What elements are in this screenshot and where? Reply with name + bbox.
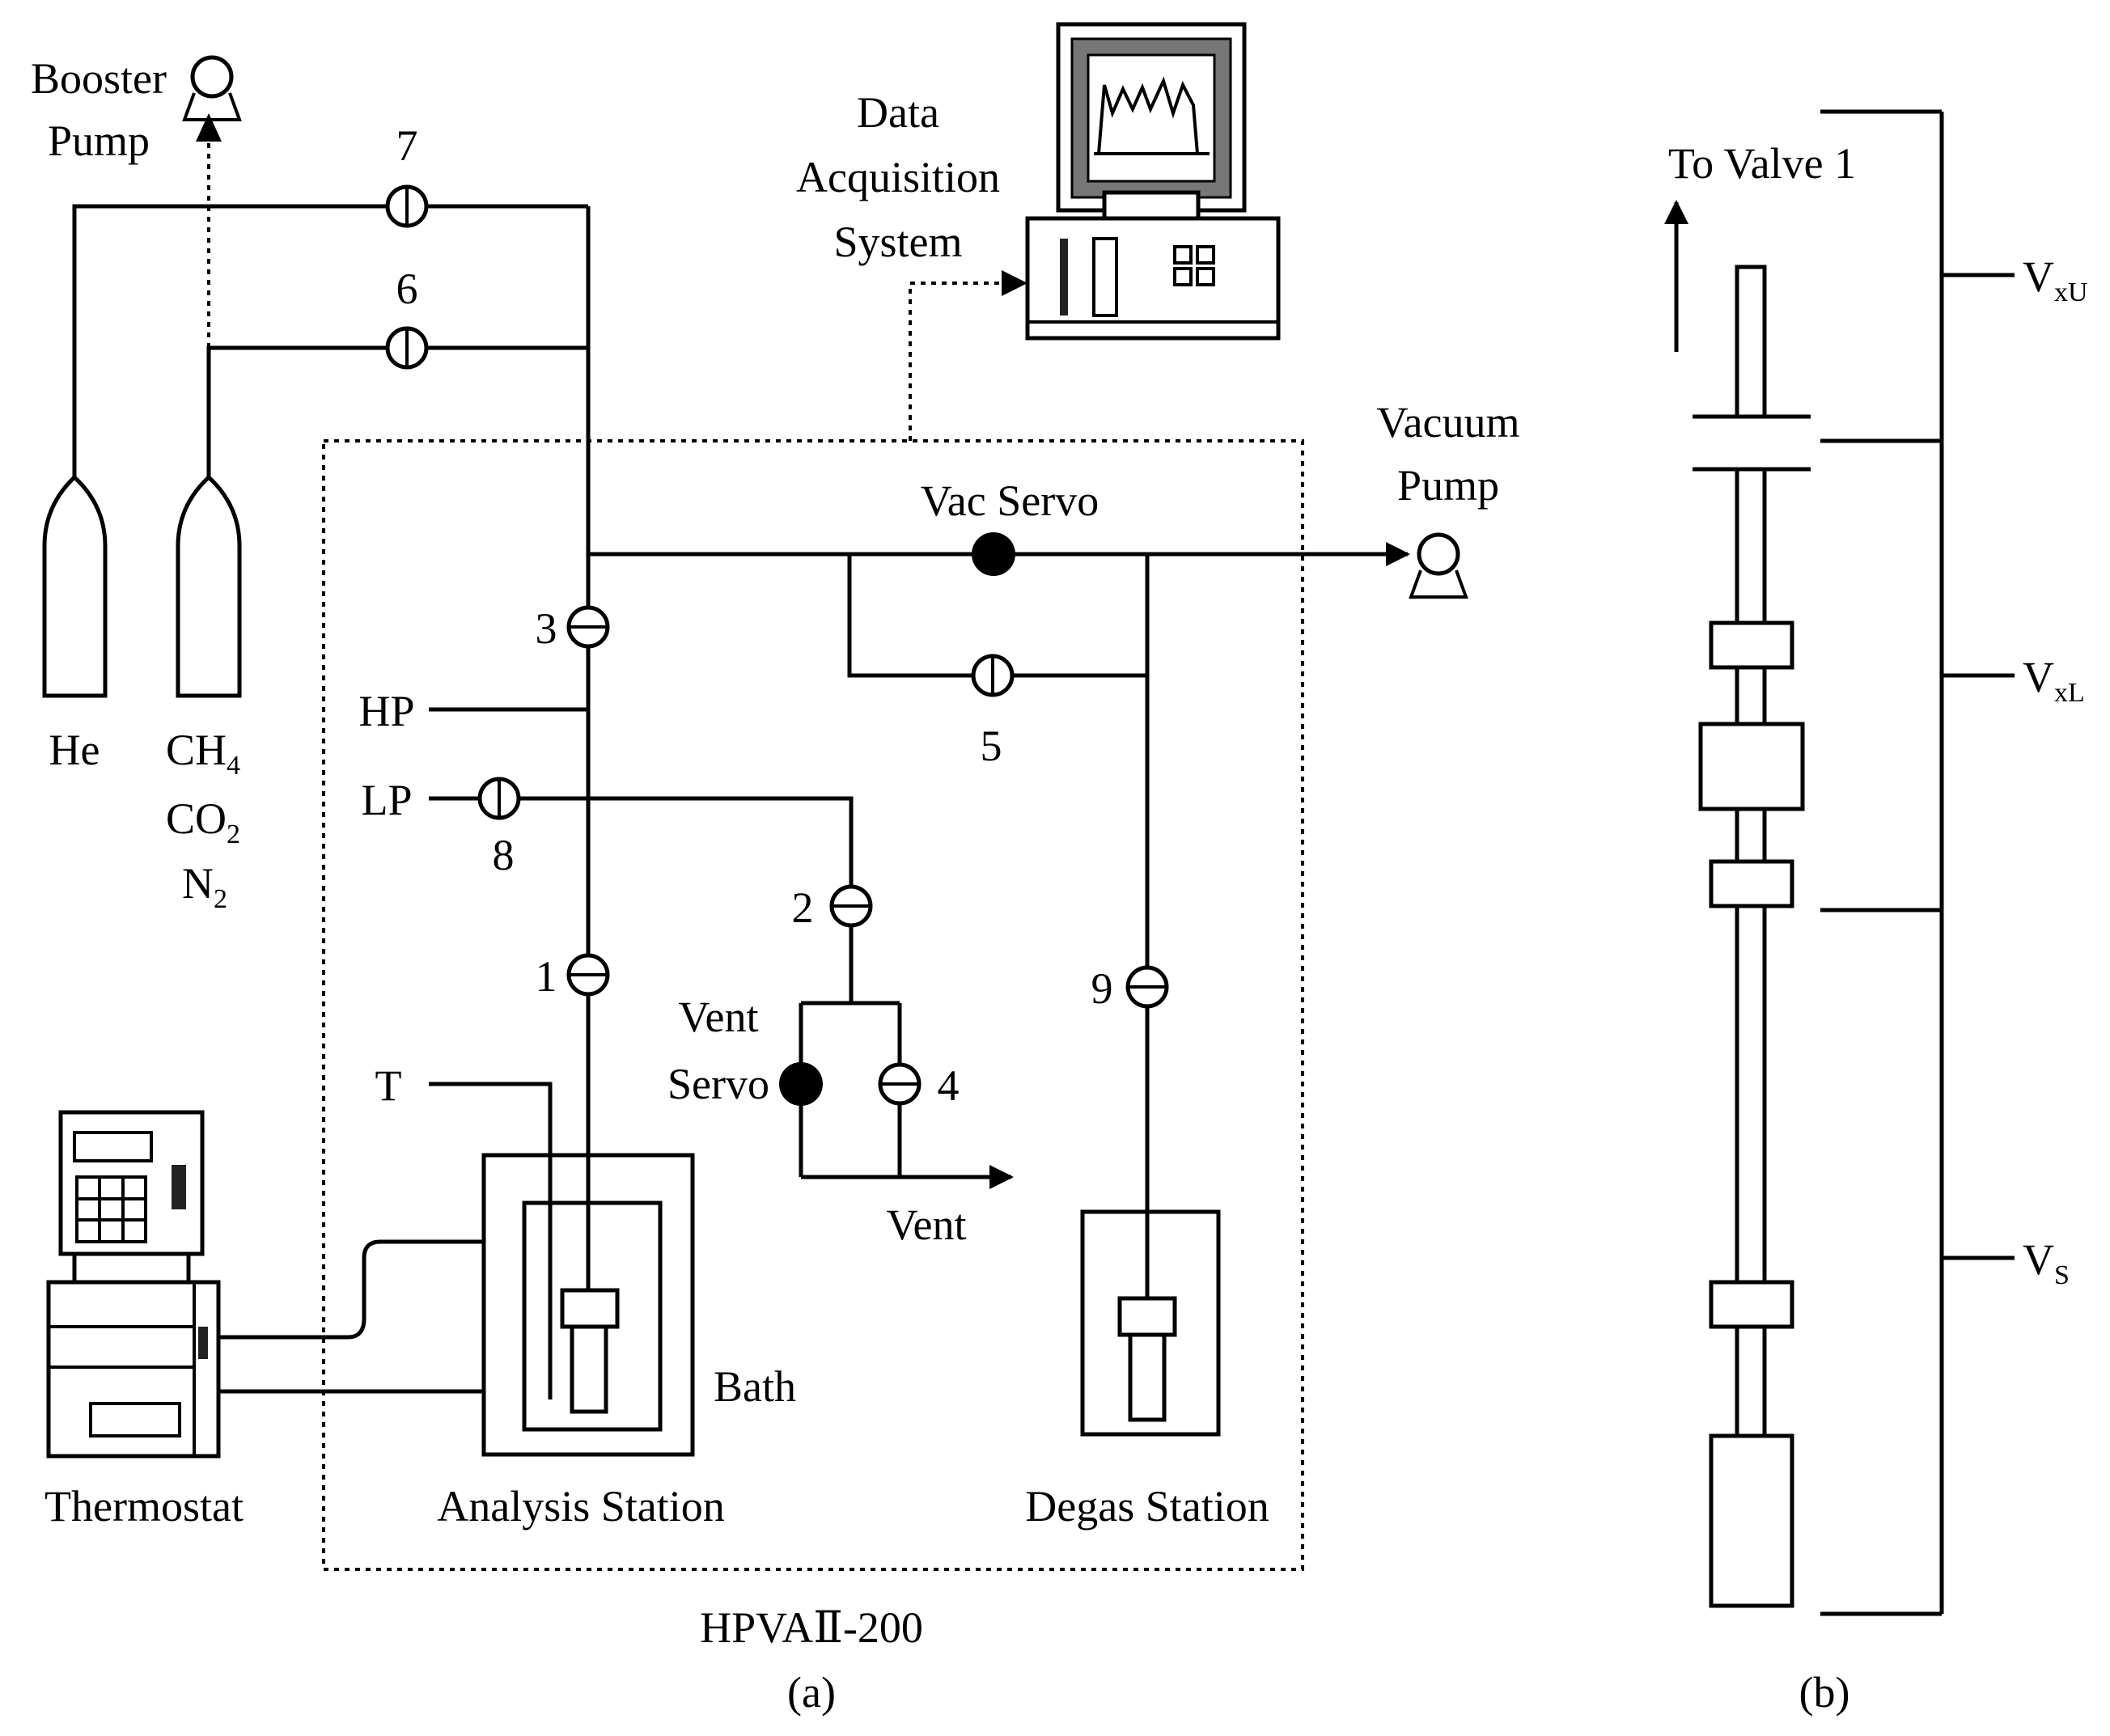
valve-4-label: 4 <box>938 1061 960 1110</box>
ch4-sub: 4 <box>227 751 240 781</box>
bath-label: Bath <box>714 1362 796 1411</box>
valve-1-icon <box>566 953 610 997</box>
vacuum-line <box>588 542 1410 1213</box>
ch4-label: CH4 <box>166 726 240 781</box>
he-label: He <box>49 726 100 774</box>
valve-6-label: 6 <box>396 265 418 313</box>
co2-label: CO2 <box>166 794 240 849</box>
thermostat-bath-lines <box>218 1239 484 1394</box>
vs-base: V <box>2023 1235 2054 1284</box>
co2-sub: 2 <box>227 819 240 849</box>
booster-label-line2: Pump <box>48 116 150 165</box>
vent-servo-label-line2: Servo <box>667 1060 769 1108</box>
valve-5-label: 5 <box>981 722 1002 770</box>
vs-label: VS <box>2023 1235 2070 1290</box>
vent-branch <box>799 925 1014 1189</box>
valve-9-label: 9 <box>1091 964 1113 1013</box>
vxu-base: V <box>2023 252 2054 301</box>
ch4-base: CH <box>166 726 227 774</box>
analysis-station-label: Analysis Station <box>437 1482 725 1531</box>
thermostat-icon <box>46 1110 221 1459</box>
booster-pump-icon <box>182 55 242 121</box>
gas-supply-lines <box>72 113 591 1222</box>
thermostat-label: Thermostat <box>44 1482 244 1531</box>
vacuum-pump-label-line2: Pump <box>1397 461 1499 510</box>
vent-servo-label-line1: Vent <box>679 993 759 1041</box>
valve-2-icon <box>829 884 873 928</box>
vxl-label: VxL <box>2023 653 2085 708</box>
vac-servo-valve-icon <box>972 532 1015 576</box>
t-label: T <box>375 1061 402 1110</box>
hp-label: HP <box>358 687 414 735</box>
valve-2-label: 2 <box>792 883 814 932</box>
hpva-enclosure <box>322 439 1304 1571</box>
valve-5-icon <box>971 654 1015 697</box>
valve-4-icon <box>878 1062 922 1106</box>
valve-6-icon <box>385 326 429 370</box>
data-acq-label-line3: System <box>833 218 962 266</box>
gas-cylinder <box>176 474 242 698</box>
vxl-sub: xL <box>2054 678 2085 708</box>
volume-bracket <box>1820 109 2015 1616</box>
sample-cell-diagram <box>1664 200 1811 1608</box>
vs-sub: S <box>2054 1260 2070 1290</box>
caption-a: (a) <box>787 1668 836 1717</box>
vxu-label: VxU <box>2023 252 2088 307</box>
computer-icon <box>1025 22 1281 341</box>
booster-label-line1: Booster <box>31 54 167 103</box>
he-cylinder <box>42 474 108 698</box>
analysis-station <box>481 994 695 1457</box>
valve-3-icon <box>566 605 610 649</box>
valve-1-label: 1 <box>536 952 557 1001</box>
vac-servo-label: Vac Servo <box>921 476 1099 525</box>
valve-7-label: 7 <box>396 121 418 170</box>
data-link-line <box>909 282 1007 441</box>
caption-b: (b) <box>1799 1668 1850 1717</box>
valve-9-icon <box>1125 965 1169 1009</box>
vacuum-pump-label-line1: Vacuum <box>1377 398 1520 447</box>
vxl-base: V <box>2023 653 2054 701</box>
valve-7-icon <box>385 184 429 228</box>
lp-label: LP <box>361 776 412 824</box>
n2-sub: 2 <box>214 884 227 914</box>
vacuum-pump-icon <box>1409 532 1468 599</box>
valve-8-label: 8 <box>493 831 515 879</box>
valve-3-label: 3 <box>536 604 557 653</box>
data-acq-label-line1: Data <box>857 88 939 137</box>
co2-base: CO <box>166 794 227 843</box>
to-valve-1-label: To Valve 1 <box>1668 139 1856 188</box>
lp-line <box>429 796 854 906</box>
valve-8-icon <box>477 777 521 820</box>
instrument-label: HPVAⅡ-200 <box>700 1603 923 1652</box>
degas-station <box>1080 1006 1221 1437</box>
n2-label: N2 <box>182 859 227 914</box>
degas-station-label: Degas Station <box>1025 1482 1269 1531</box>
vent-label: Vent <box>887 1200 967 1249</box>
n2-base: N <box>182 859 214 908</box>
vxu-sub: xU <box>2054 277 2088 307</box>
data-acq-label-line2: Acquisition <box>796 153 1000 201</box>
vent-servo-valve-icon <box>779 1062 823 1106</box>
